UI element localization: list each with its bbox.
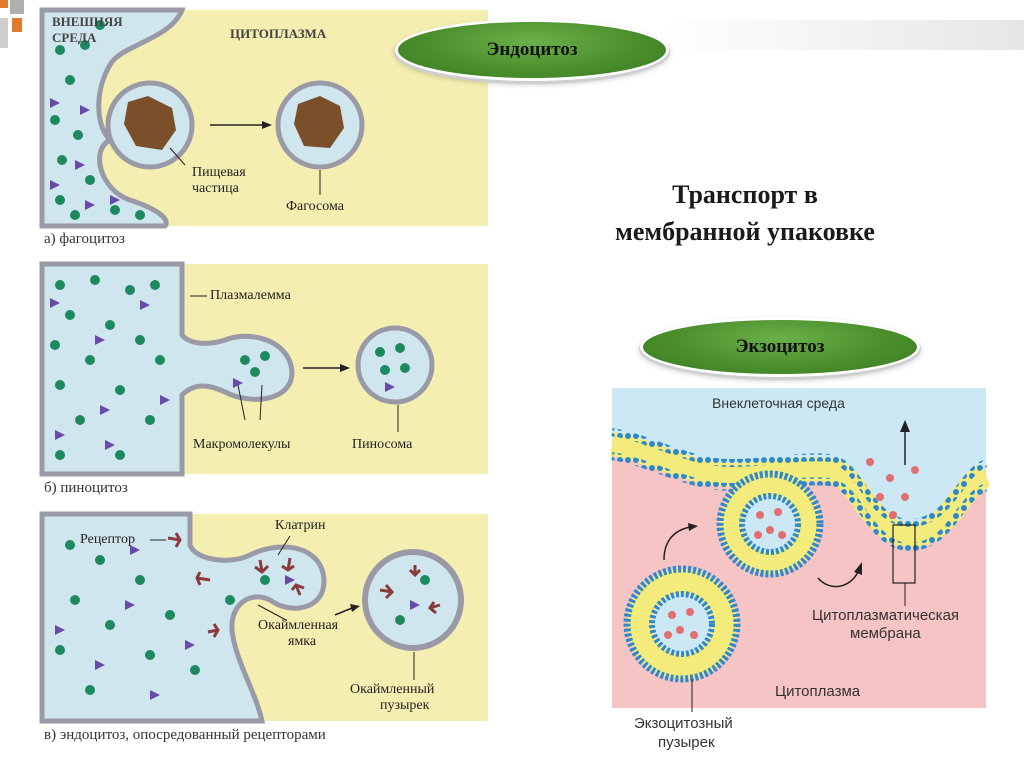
cytoplasm-label-a: ЦИТОПЛАЗМА bbox=[230, 26, 326, 42]
phagosome-label: Фагосома bbox=[286, 199, 344, 215]
vesicle-label-1: Окаймленный bbox=[350, 682, 434, 698]
endocytosis-label: Эндоцитоз bbox=[486, 39, 577, 61]
plasmalemma-label: Плазмалемма bbox=[210, 288, 291, 304]
exo-vesicle-label-1: Экзоцитозный bbox=[634, 715, 733, 732]
main-title: Транспорт в мембранной упаковке bbox=[548, 176, 942, 250]
exocytosis-label: Экзоцитоз bbox=[736, 336, 825, 358]
vesicle-label-2: пузырек bbox=[380, 698, 429, 714]
cytoplasm-label-exo: Цитоплазма bbox=[775, 683, 860, 700]
clathrin-label: Клатрин bbox=[275, 518, 325, 534]
fusing-vesicle-lumen bbox=[742, 496, 798, 552]
extracellular-label: Внеклеточная среда bbox=[712, 395, 845, 412]
pit-label-2: ямка bbox=[288, 634, 316, 650]
endocytosis-pill: Эндоцитоз bbox=[398, 22, 666, 78]
main-title-line-1: Транспорт в bbox=[548, 176, 942, 213]
panel-exocytosis bbox=[612, 388, 986, 712]
membrane-label-1: Цитоплазматическая bbox=[812, 607, 959, 624]
food-label-1: Пищевая bbox=[192, 165, 246, 181]
pinosome-shape bbox=[358, 328, 432, 402]
caption-a: а) фагоцитоз bbox=[44, 231, 125, 247]
pit-label-1: Окаймленная bbox=[258, 618, 338, 634]
caption-c: в) эндоцитоз, опосредованный рецепторами bbox=[44, 727, 326, 743]
coated-vesicle-shape bbox=[365, 552, 461, 648]
outer-env-label-2: СРЕДА bbox=[52, 30, 96, 46]
pinosome-label: Пиносома bbox=[352, 437, 412, 453]
exocytosis-pill: Экзоцитоз bbox=[643, 320, 917, 374]
outer-env-label-1: ВНЕШНЯЯ bbox=[52, 14, 123, 30]
caption-b: б) пиноцитоз bbox=[44, 480, 128, 496]
main-title-line-2: мембранной упаковке bbox=[548, 213, 942, 250]
exocytic-vesicle-lumen bbox=[652, 594, 712, 654]
exo-vesicle-label-2: пузырек bbox=[658, 734, 715, 751]
macromolecules-label: Макромолекулы bbox=[193, 437, 290, 453]
receptor-label: Рецептор bbox=[80, 532, 135, 548]
membrane-label-2: мембрана bbox=[850, 625, 921, 642]
food-label-2: частица bbox=[192, 181, 239, 197]
